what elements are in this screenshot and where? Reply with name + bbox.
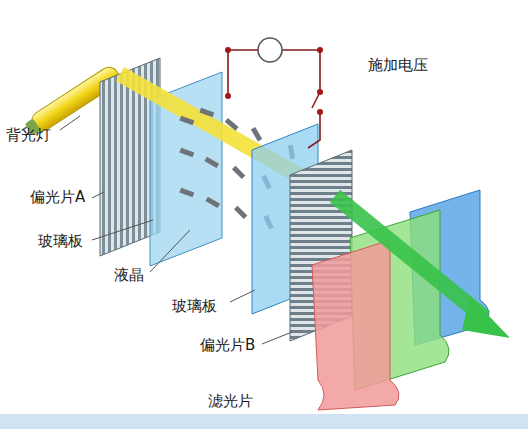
part-label: 玻璃板 <box>172 297 217 315</box>
part-label: 滤光片 <box>208 392 253 410</box>
part-label: 偏光片B <box>200 336 255 354</box>
part-label: 施加电压 <box>368 56 428 74</box>
red-filter <box>312 240 399 410</box>
arrow-head <box>462 296 510 338</box>
bottom-strip <box>0 414 528 429</box>
light-beam <box>335 196 485 318</box>
part-label: 液晶 <box>114 266 144 284</box>
leader-lines <box>60 116 292 344</box>
part-label: 偏光片A <box>30 188 85 206</box>
part-label: 玻璃板 <box>38 232 83 250</box>
circuit <box>228 38 320 148</box>
part-label: 背光灯 <box>6 126 51 144</box>
